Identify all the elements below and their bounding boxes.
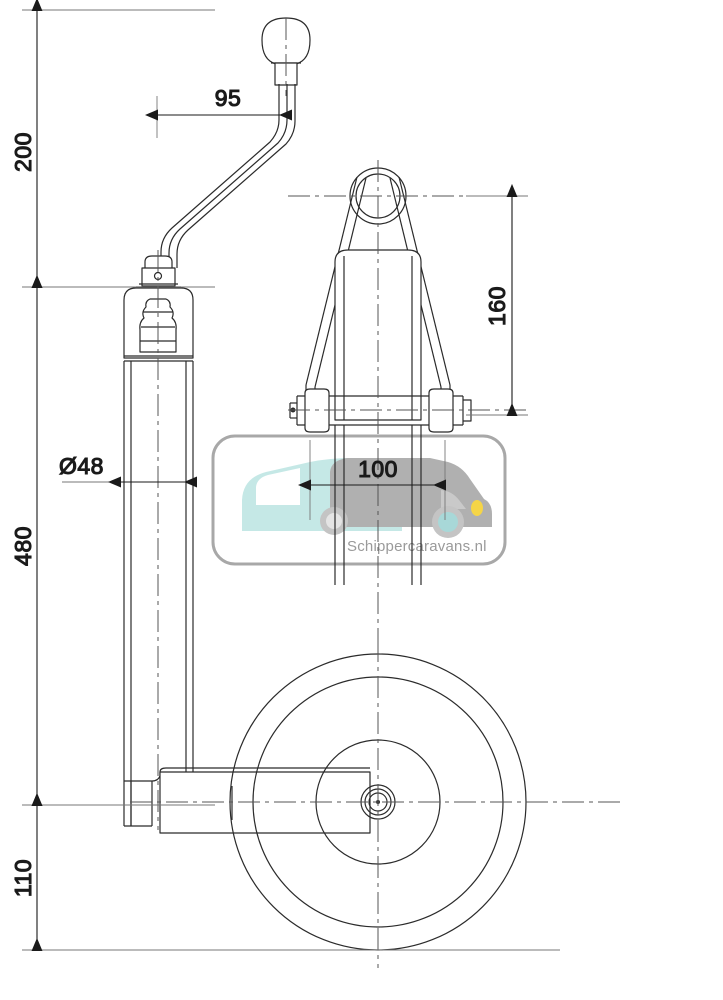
dimension-480: 480 xyxy=(9,274,43,807)
dimension-95-label: 95 xyxy=(215,85,242,111)
watermark-label: Schippercaravans.nl xyxy=(347,538,487,555)
dimension-100-label: 100 xyxy=(358,456,398,482)
van-roof-shape xyxy=(338,458,420,470)
caravan-window-shape xyxy=(256,468,300,505)
dimension-110: 110 xyxy=(9,792,43,952)
van-windshield-shape xyxy=(441,490,466,509)
dimension-100: 100 xyxy=(297,440,447,520)
dimensions-group: 200 480 110 95 Ø48 xyxy=(9,0,560,952)
dimension-160: 160 xyxy=(466,183,528,417)
dimension-d48: Ø48 xyxy=(58,452,198,488)
inner-tube-front xyxy=(334,425,422,585)
dimension-d48-label: Ø48 xyxy=(59,453,104,479)
dimension-160-label: 160 xyxy=(484,286,510,326)
van-wheel-hub xyxy=(438,512,458,532)
outer-tube xyxy=(123,361,194,826)
clamp-bracket xyxy=(289,167,472,433)
centerlines-group xyxy=(130,18,620,968)
crank-handle xyxy=(160,84,296,268)
van-headlight-icon xyxy=(471,500,483,516)
dimension-200: 200 xyxy=(9,0,43,289)
dimension-95: 95 xyxy=(144,84,293,138)
wheel-fork-arm xyxy=(124,767,371,834)
dimension-480-label: 480 xyxy=(10,526,36,566)
caravan-wheel-hub xyxy=(326,513,342,529)
watermark-group: Schippercaravans.nl xyxy=(211,434,507,566)
dimension-200-label: 200 xyxy=(10,132,36,172)
dimension-110-label: 110 xyxy=(10,859,36,897)
